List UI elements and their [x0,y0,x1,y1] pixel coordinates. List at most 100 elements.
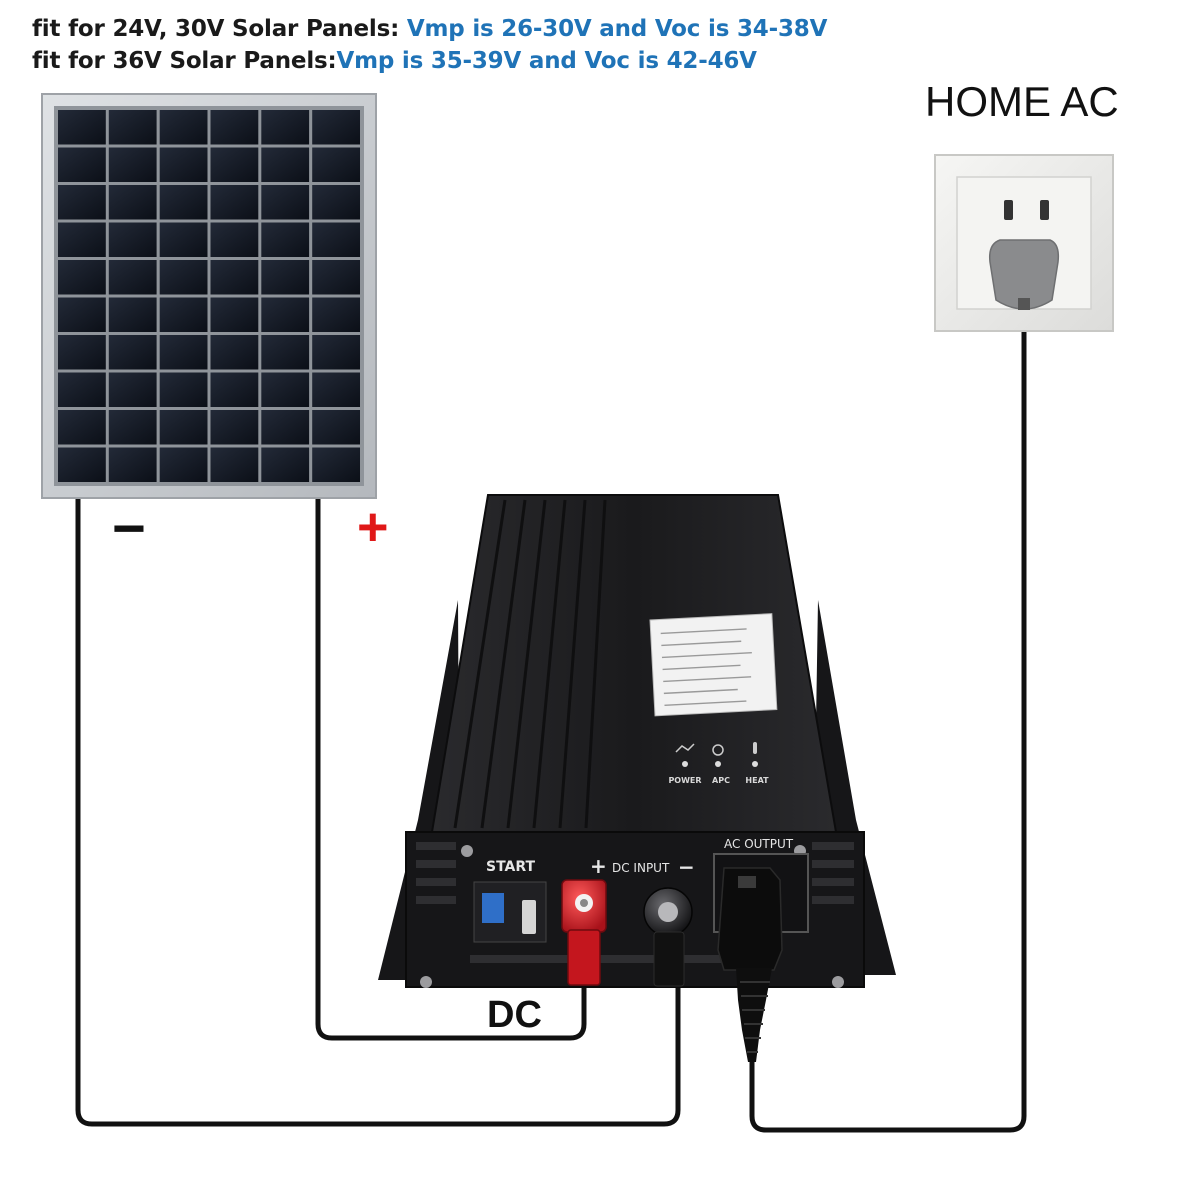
spec-line-36v: fit for 36V Solar Panels:Vmp is 35-39V a… [32,48,757,74]
ac-cable [749,297,1027,1133]
panel-cell [58,297,106,332]
panel-cell [58,372,106,407]
home-ac-label: HOME AC [925,78,1119,125]
panel-cell [108,410,157,445]
panel-cell [312,410,360,445]
inverter-spec-label [649,613,778,717]
negative-cable [75,495,681,1127]
apc-indicator-icon [712,744,724,767]
panel-cell [261,110,310,145]
panel-cell [261,147,310,182]
spec-line-24v-30v: fit for 24V, 30V Solar Panels: Vmp is 26… [32,16,827,42]
panel-cell [58,260,106,295]
panel-cell [312,185,360,220]
panel-cell [108,447,157,482]
positive-cable [315,495,587,1041]
ac-output-label: AC OUTPUT [724,837,794,851]
indicator-panel: POWER APC HEAT [668,742,769,785]
spec-line-2-prefix: fit for 36V Solar Panels: [32,48,337,74]
panel-cell [58,110,106,145]
panel-cell [108,147,157,182]
panel-cell [159,447,208,482]
panel-cell [159,110,208,145]
panel-cell [58,447,106,482]
panel-cell [159,222,208,257]
panel-cell [159,147,208,182]
inverter-top [430,494,838,833]
ac-plug-icon[interactable] [717,867,783,1062]
panel-cell [108,260,157,295]
inverter-fins [453,499,607,829]
indicator-label-power: POWER [668,776,701,785]
heat-indicator-icon [752,742,758,767]
panel-cell [210,222,259,257]
panel-cell [312,222,360,257]
panel-cell [210,110,259,145]
power-indicator-icon [675,743,695,767]
indicator-label-heat: HEAT [745,776,769,785]
panel-cell [261,410,310,445]
positive-terminal[interactable] [561,879,607,986]
spec-line-1-highlight: Vmp is 26-30V and Voc is 34-38V [406,16,828,42]
panel-cell [210,447,259,482]
panel-cell [58,185,106,220]
panel-cell [312,372,360,407]
panel-cell [261,260,310,295]
dip-switch[interactable] [522,900,536,934]
panel-cell [210,372,259,407]
panel-cell [312,147,360,182]
panel-cell [312,297,360,332]
indicator-label-apc: APC [712,776,730,785]
dc-label: DC [487,994,542,1036]
panel-cell [312,335,360,370]
panel-cell [108,185,157,220]
panel-cell [108,297,157,332]
cables [75,297,1027,1133]
panel-cell [261,372,310,407]
dc-input-label: DC INPUT [612,861,670,875]
panel-cell [261,185,310,220]
inverter-screws [420,845,844,988]
dc-input-plus: + [590,854,607,878]
panel-cell [261,222,310,257]
panel-cell [159,185,208,220]
panel-cell [159,410,208,445]
panel-cell [261,297,310,332]
panel-cell [58,222,106,257]
wall-outlet-icon [934,154,1114,332]
dc-input-minus: − [678,855,695,879]
panel-cell [108,222,157,257]
panel-cell [210,297,259,332]
inverter-icon: POWER APC HEAT START [378,494,896,1062]
start-switch[interactable] [482,893,504,923]
panel-cell [312,447,360,482]
socket-hole-right [1040,200,1049,220]
panel-cell [210,147,259,182]
panel-cell [108,372,157,407]
socket-hole-left [1004,200,1013,220]
plug-icon [988,239,1060,310]
positive-sign: + [357,497,389,557]
negative-terminal[interactable] [643,887,693,987]
spec-line-2-highlight: Vmp is 35-39V and Voc is 42-46V [336,48,757,74]
panel-cell [210,410,259,445]
panel-cell [210,185,259,220]
panel-cell [312,110,360,145]
panel-cell [261,447,310,482]
panel-cell-grid [58,110,360,482]
panel-cell [261,335,310,370]
panel-cell [159,335,208,370]
panel-cell [210,260,259,295]
spec-line-1-prefix: fit for 24V, 30V Solar Panels: [32,16,407,42]
panel-cell [159,260,208,295]
inverter-vents [416,842,854,963]
solar-panel-icon [41,93,377,499]
panel-cell [58,335,106,370]
panel-cell [312,260,360,295]
panel-cell [210,335,259,370]
panel-cell [159,372,208,407]
panel-cell [159,297,208,332]
negative-sign: − [112,496,146,561]
start-label: START [486,859,536,875]
